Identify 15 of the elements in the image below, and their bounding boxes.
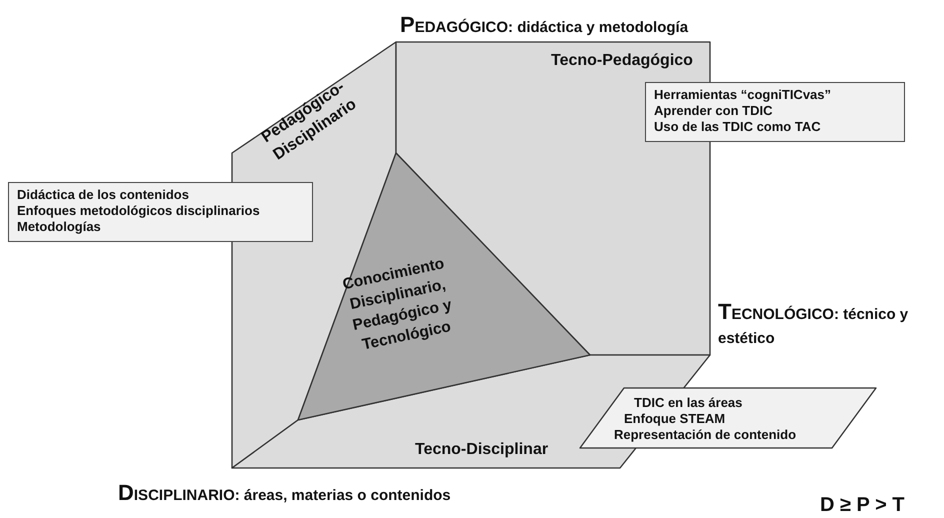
note-line: Enfoque STEAM [624,411,726,426]
axis-label: PEDAGÓGICO: didáctica y metodología [400,12,688,38]
note-line: Aprender con TDIC [654,103,774,119]
note-line: Didáctica de los contenidos [17,187,190,203]
note-line: Herramientas “cogniTICvas” [654,87,832,103]
panel-label: Tecno-Pedagógico [551,52,693,70]
note-line: Uso de las TDIC como TAC [654,119,822,135]
panel-label: Tecno-Disciplinar [415,441,548,459]
axis-label: DISCIPLINARIO: áreas, materias o contenidos [118,480,451,506]
axis-label: TECNOLÓGICO: técnico y estético [718,300,910,349]
note-line: Enfoques metodológicos disciplinarios [17,203,261,219]
formula-text: D ≥ P > T [820,494,905,517]
note-line: Metodologías [17,219,102,235]
note-line: Representación de contenido [614,427,796,442]
note-line: TDIC en las áreas [634,395,742,410]
